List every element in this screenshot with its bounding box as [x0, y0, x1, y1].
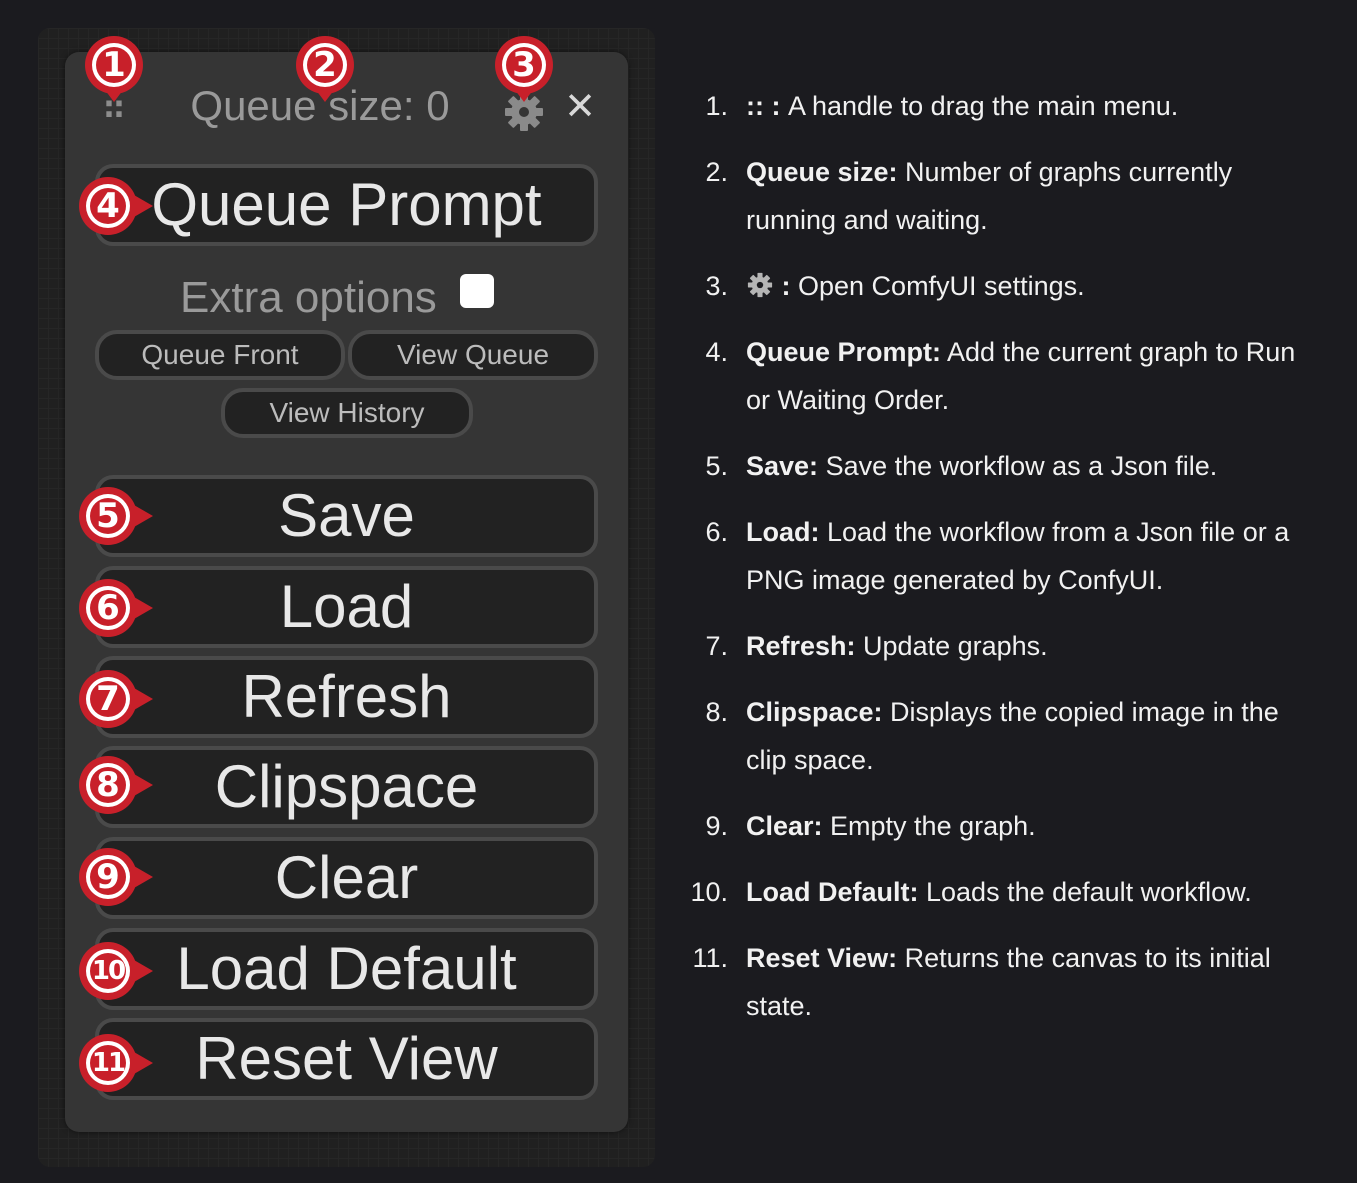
list-item-body: :: : A handle to drag the main menu. — [746, 82, 1321, 130]
list-item-body: Refresh: Update graphs. — [746, 622, 1321, 670]
list-item-term: Queue size: — [746, 157, 898, 187]
extra-options-label: Extra options — [180, 273, 437, 323]
queue-front-button[interactable]: Queue Front — [95, 330, 345, 380]
reset-view-button[interactable]: Reset View — [95, 1018, 598, 1100]
load-default-button[interactable]: Load Default — [95, 928, 598, 1010]
view-queue-button[interactable]: View Queue — [348, 330, 598, 380]
list-item-number: 1. — [705, 91, 728, 121]
drag-handle[interactable]: :: — [103, 90, 125, 125]
marker-1: 1 — [83, 34, 145, 102]
marker-5: 5 — [77, 485, 153, 547]
list-item-text: Loads the default workflow. — [918, 877, 1252, 907]
list-item-body: Save: Save the workflow as a Json file. — [746, 442, 1321, 490]
marker-4: 4 — [77, 175, 153, 237]
list-item-number: 9. — [705, 811, 728, 841]
gear-icon — [746, 266, 774, 298]
list-item-term: Clear: — [746, 811, 823, 841]
marker-1-label: 1 — [102, 45, 126, 85]
list-item-number: 5. — [705, 451, 728, 481]
list-item-body: Clipspace: Displays the copied image in … — [746, 688, 1321, 784]
extra-options-row: Extra options — [180, 268, 500, 324]
list-item-text: Returns the canvas to its initial state. — [746, 943, 1271, 1021]
list-item-term: Reset View: — [746, 943, 898, 973]
list-item-term: Save: — [746, 451, 819, 481]
list-item-body: Reset View: Returns the canvas to its in… — [746, 934, 1321, 1030]
list-item-term: :: — [746, 91, 764, 121]
marker-2: 2 — [294, 34, 356, 102]
marker-9-label: 9 — [96, 857, 120, 897]
list-item-number: 6. — [705, 517, 728, 547]
list-item-text: Save the workflow as a Json file. — [818, 451, 1218, 481]
list-item-text: Displays the copied image in the clip sp… — [746, 697, 1279, 775]
list-item-body: Load Default: Loads the default workflow… — [746, 868, 1321, 916]
save-button[interactable]: Save — [95, 475, 598, 557]
refresh-button[interactable]: Refresh — [95, 656, 598, 738]
list-item-number: 8. — [705, 697, 728, 727]
clipspace-button[interactable]: Clipspace — [95, 746, 598, 828]
list-item-term: Queue Prompt: — [746, 337, 942, 367]
list-item-body: Queue Prompt: Add the current graph to R… — [746, 328, 1321, 424]
marker-8: 8 — [77, 754, 153, 816]
marker-2-label: 2 — [313, 45, 337, 85]
list-item-text: Empty the graph. — [822, 811, 1036, 841]
list-item-body: : Open ComfyUI settings. — [746, 262, 1321, 310]
list-item-number: 3. — [705, 271, 728, 301]
marker-6: 6 — [77, 577, 153, 639]
list-item-number: 10. — [690, 877, 728, 907]
marker-7-label: 7 — [96, 679, 120, 719]
list-item-number: 7. — [705, 631, 728, 661]
list-item-text: Number of graphs currently running and w… — [746, 157, 1233, 235]
marker-7: 7 — [77, 668, 153, 730]
list-item-text: A handle to drag the main menu. — [787, 91, 1179, 121]
list-item-text: Add the current graph to Run or Waiting … — [746, 337, 1296, 415]
list-item-body: Clear: Empty the graph. — [746, 802, 1321, 850]
list-item-number: 11. — [692, 943, 728, 973]
list-item-term: Clipspace: — [746, 697, 883, 727]
clear-button[interactable]: Clear — [95, 837, 598, 919]
view-history-button[interactable]: View History — [221, 388, 473, 438]
marker-3: 3 — [493, 34, 555, 102]
list-item-number: 4. — [705, 337, 728, 367]
list-item-body: Queue size: Number of graphs currently r… — [746, 148, 1321, 244]
close-icon: ✕ — [564, 84, 596, 128]
marker-10: 10 — [77, 940, 153, 1002]
marker-3-label: 3 — [512, 45, 536, 85]
marker-9: 9 — [77, 846, 153, 908]
list-item-term: Load: — [746, 517, 820, 547]
list-item-number: 2. — [705, 157, 728, 187]
close-button[interactable]: ✕ — [560, 84, 600, 128]
marker-4-label: 4 — [96, 186, 120, 226]
list-item-term: : — [774, 271, 791, 301]
queue-prompt-button[interactable]: Queue Prompt — [95, 164, 598, 246]
marker-8-label: 8 — [96, 765, 120, 805]
list-item-term: Load Default: — [746, 877, 919, 907]
marker-11: 11 — [77, 1032, 153, 1094]
list-item-term: Refresh: — [746, 631, 856, 661]
list-item-text: Open ComfyUI settings. — [790, 271, 1085, 301]
list-item-text: Update graphs. — [855, 631, 1048, 661]
marker-6-label: 6 — [96, 588, 120, 628]
list-item-text: Load the workflow from a Json file or a … — [746, 517, 1290, 595]
list-item-sep: : — [763, 91, 788, 121]
extra-options-checkbox[interactable] — [460, 274, 494, 308]
list-item-body: Load: Load the workflow from a Json file… — [746, 508, 1321, 604]
marker-5-label: 5 — [96, 496, 120, 536]
load-button[interactable]: Load — [95, 566, 598, 648]
marker-10-label: 10 — [91, 956, 126, 986]
marker-11-label: 11 — [91, 1048, 126, 1078]
